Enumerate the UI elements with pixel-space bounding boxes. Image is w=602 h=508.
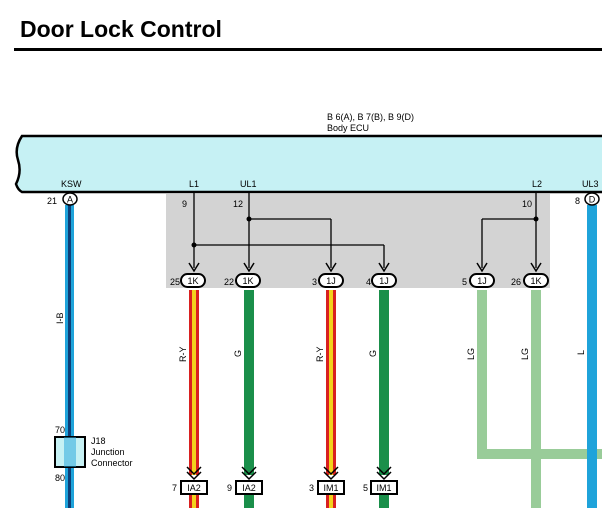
svg-text:4: 4 [366,277,371,287]
svg-text:9: 9 [227,483,232,493]
svg-text:A: A [67,195,73,205]
ecu-pin-21: 21 [47,196,57,206]
bottom-chevrons [186,466,392,481]
svg-text:1K: 1K [187,276,198,286]
ecu-pin-12: 12 [233,199,243,209]
svg-text:3: 3 [309,483,314,493]
svg-text:IM1: IM1 [376,483,391,493]
wire-ry-2[interactable] [326,290,336,508]
junction-connector-j18[interactable]: 70 80 J18 Junction Connector [54,425,133,483]
ecu-connector-d[interactable]: D [584,192,600,206]
wire-label-ry-2: R-Y [315,347,325,363]
wire-lg-2[interactable] [531,290,541,508]
wire-label-ib: I-B [55,312,65,324]
jb-pin-25-1k[interactable]: 25 1K [170,273,206,288]
svg-text:IA2: IA2 [242,483,256,493]
bottom-connector-9-ia2[interactable]: 9 IA2 [227,480,263,495]
svg-text:IM1: IM1 [323,483,338,493]
junction-dots [191,216,539,248]
bottom-connector-5-im1[interactable]: 5 IM1 [363,480,398,495]
terminal-name-ul3: UL3 [582,179,599,189]
svg-text:1J: 1J [326,276,336,286]
wire-label-ry-1: R-Y [178,347,188,363]
ecu-pin-8: 8 [575,196,580,206]
terminal-name-l2: L2 [532,179,542,189]
svg-text:1K: 1K [530,276,541,286]
ecu-connector-a[interactable]: A [62,192,78,206]
body-ecu[interactable]: B 6(A), B 7(B), B 9(D) Body ECU [14,112,602,194]
wire-label-lg-1: LG [466,348,476,360]
junction-block [166,194,550,288]
internal-traces [193,192,537,268]
jb-pin-26-1k[interactable]: 26 1K [511,273,549,288]
bottom-connector-7-ia2[interactable]: 7 IA2 [172,480,208,495]
terminal-name-ul1: UL1 [240,179,257,189]
wire-label-g-2: G [368,350,378,357]
jb-pin-22-1k[interactable]: 22 1K [224,273,261,288]
svg-text:22: 22 [224,277,234,287]
ecu-name-label: Body ECU [327,123,369,133]
svg-text:3: 3 [312,277,317,287]
svg-text:IA2: IA2 [187,483,201,493]
j18-id: J18 [91,436,106,446]
terminal-name-l1: L1 [189,179,199,189]
svg-text:7: 7 [172,483,177,493]
svg-text:5: 5 [462,277,467,287]
svg-text:5: 5 [363,483,368,493]
jb-pin-5-1j[interactable]: 5 1J [462,273,495,288]
svg-text:1J: 1J [379,276,389,286]
svg-text:1J: 1J [477,276,487,286]
terminal-name-ksw: KSW [61,179,82,189]
wire-ksw[interactable] [65,205,74,508]
wire-label-lg-2: LG [520,348,530,360]
down-arrows [188,262,542,273]
wire-label-g-1: G [233,350,243,357]
j18-pin-bottom: 80 [55,473,65,483]
j18-pin-top: 70 [55,425,65,435]
wire-ry-1[interactable] [189,290,199,508]
jb-pin-4-1j[interactable]: 4 1J [366,273,397,288]
svg-text:D: D [589,195,596,205]
svg-text:25: 25 [170,277,180,287]
ecu-box [14,134,602,194]
j18-line2: Connector [91,458,133,468]
svg-text:26: 26 [511,277,521,287]
ecu-pin-9: 9 [182,199,187,209]
wire-g-1[interactable] [244,290,254,508]
title-underline [14,48,602,51]
jb-pin-3-1j[interactable]: 3 1J [312,273,344,288]
j18-line1: Junction [91,447,125,457]
wire-l[interactable] [587,205,597,508]
page-title: Door Lock Control [20,16,222,42]
wire-g-2[interactable] [379,290,389,508]
ecu-pin-10: 10 [522,199,532,209]
ecu-connectors-label: B 6(A), B 7(B), B 9(D) [327,112,414,122]
bottom-connector-3-im1[interactable]: 3 IM1 [309,480,345,495]
svg-text:1K: 1K [242,276,253,286]
wire-label-l: L [576,350,586,355]
